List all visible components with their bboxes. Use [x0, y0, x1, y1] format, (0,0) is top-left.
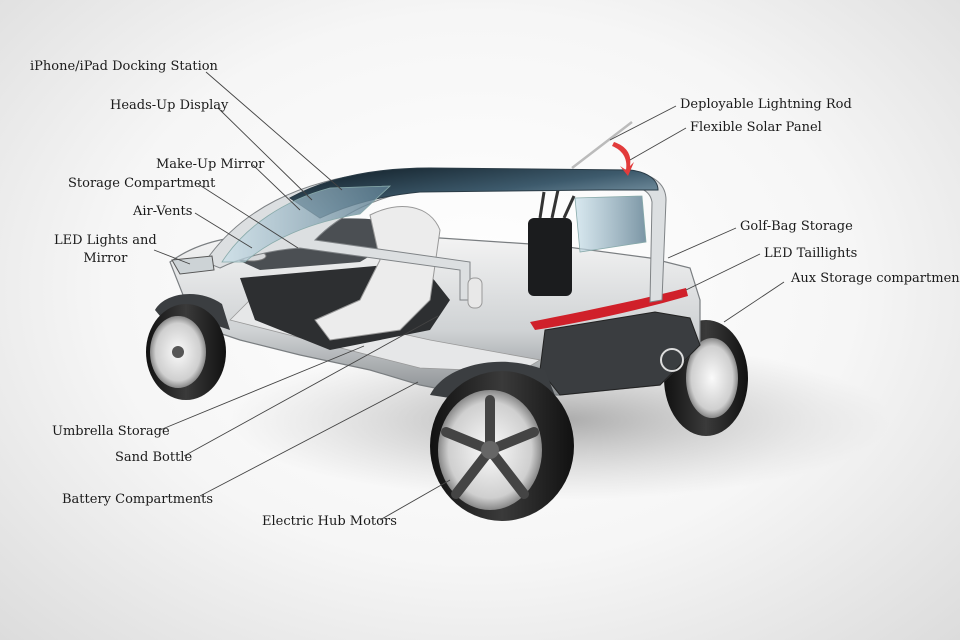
label-deployable-lightning-rod: Deployable Lightning Rod [680, 97, 852, 112]
seat [314, 206, 441, 341]
sand-bottle [467, 277, 483, 309]
label-flexible-solar-panel: Flexible Solar Panel [690, 120, 822, 135]
golf-bag [528, 218, 572, 296]
leader-lines [153, 71, 785, 521]
deploy-arrow-icon [612, 142, 634, 176]
label-make-up-mirror: Make-Up Mirror [156, 157, 265, 172]
label-led-taillights: LED Taillights [764, 246, 858, 261]
label-air-vents: Air-Vents [133, 204, 193, 219]
front-led-light [171, 255, 215, 275]
brand-emblem [660, 348, 684, 372]
label-storage-compartment: Storage Compartment [68, 176, 216, 191]
label-led-lights-line-2: Mirror [83, 251, 128, 266]
label-umbrella-storage: Umbrella Storage [52, 424, 170, 439]
label-sand-bottle: Sand Bottle [115, 450, 193, 465]
label-electric-hub-motors: Electric Hub Motors [262, 514, 397, 529]
label-heads-up-display: Heads-Up Display [110, 98, 229, 113]
front-left-wheel [146, 293, 230, 400]
label-golf-bag-storage: Golf-Bag Storage [740, 219, 853, 234]
label-led-lights-and-mirror: LED Lights and Mirror [54, 232, 157, 268]
rear-near-wheel [430, 361, 574, 521]
label-iphone-docking-station: iPhone/iPad Docking Station [30, 59, 218, 74]
label-battery-compartments: Battery Compartments [62, 492, 214, 507]
label-aux-storage-compartment: Aux Storage compartment [791, 271, 960, 286]
windshield [221, 185, 392, 263]
rear-window [574, 195, 647, 253]
led-taillight [530, 288, 688, 330]
lightning-rod [571, 121, 633, 169]
label-led-lights-line-1: LED Lights and [54, 233, 157, 248]
